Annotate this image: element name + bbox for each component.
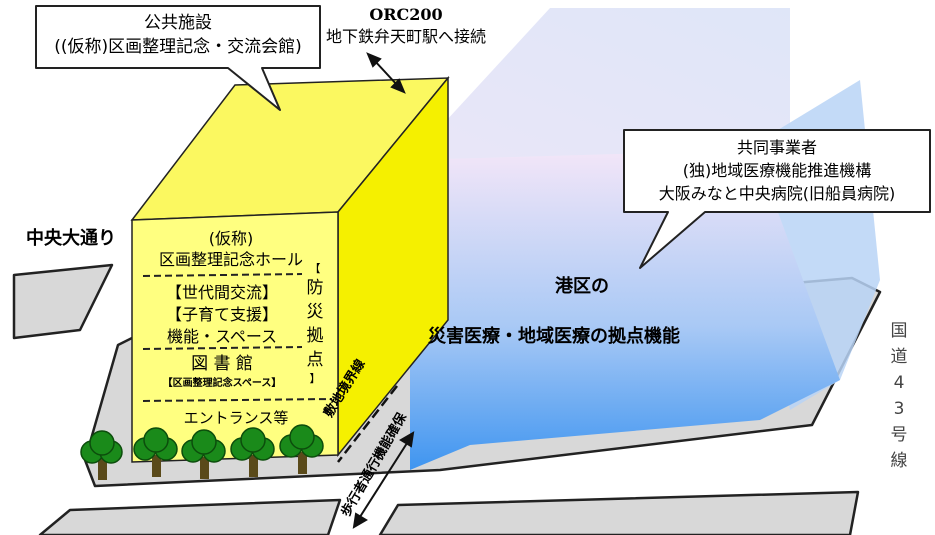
- entrance-label: エントランス等: [183, 409, 289, 427]
- trees: [80, 424, 324, 480]
- childcare-label: 【子育て支援】: [165, 305, 278, 324]
- route-43-char: 国: [890, 321, 908, 341]
- tree: [279, 424, 324, 474]
- partner-hospital: 大阪みなと中央病院(旧船員病院): [658, 184, 896, 203]
- hall-label: (仮称) 区画整理記念ホール: [146, 228, 316, 270]
- floor-dividers: [142, 273, 333, 402]
- orc-note-title: ORC200: [369, 5, 443, 24]
- hall-label-line2: 区画整理記念ホール: [158, 250, 303, 269]
- partner-callout: 共同事業者 (独)地域医療機能推進機構 大阪みなと中央病院(旧船員病院): [626, 136, 928, 205]
- ward-label: 港区の: [555, 276, 609, 297]
- public-facility-title: 公共施設: [144, 13, 212, 33]
- arrows: [352, 52, 415, 529]
- route-43-char: 号: [890, 425, 908, 445]
- walkway-arrow-line: [357, 439, 410, 521]
- route-43-char: 線: [890, 451, 908, 471]
- route-43-label: 国 道 4 3 号 線: [884, 318, 914, 474]
- library-label: 図 書 館: [191, 354, 253, 374]
- disaster-base-char: 災: [306, 302, 324, 322]
- public-facility-callout-shape: [35, 5, 321, 111]
- partner-title: 共同事業者: [736, 138, 817, 157]
- disaster-base-char: 【: [309, 262, 321, 275]
- orc-arrow-head-high: [366, 52, 382, 68]
- walkway-arrow-head-bottom: [352, 512, 368, 529]
- disaster-base-char: 拠: [306, 326, 324, 346]
- route-43-char: 4: [893, 373, 905, 393]
- route-43-char: 道: [890, 347, 908, 367]
- disaster-base-char: 点: [306, 350, 324, 370]
- orc-arrow-head-low: [390, 78, 406, 94]
- tree: [230, 427, 275, 477]
- yellow-building: [130, 75, 450, 463]
- orc-note: ORC200 地下鉄弁天町駅へ接続: [326, 4, 486, 48]
- street-chuo-label: 中央大通り: [26, 228, 116, 249]
- blue-building-front: [410, 150, 840, 470]
- medical-function-label: 災害医療・地域医療の拠点機能: [428, 326, 680, 347]
- function-space-label: 【世代間交流】 【子育て支援】 機能・スペース: [146, 282, 298, 348]
- blue-building-top: [410, 8, 790, 160]
- exchange-label: 【世代間交流】: [165, 283, 278, 302]
- partner-callout-shape: [623, 129, 931, 269]
- orc-note-detail: 地下鉄弁天町駅へ接続: [326, 27, 487, 46]
- function-space-text: 機能・スペース: [166, 327, 278, 346]
- tree: [181, 429, 226, 479]
- disaster-base-char: 防: [306, 278, 324, 298]
- disaster-base-char: 】: [309, 372, 321, 385]
- site-boundary-line: [337, 385, 398, 463]
- route-43-char: 3: [893, 399, 905, 419]
- tree: [80, 430, 123, 480]
- ground-block-bottom-left: [38, 498, 342, 535]
- public-facility-subtitle: ((仮称)区画整理記念・交流会館): [54, 37, 302, 57]
- partner-org: (独)地域医療機能推進機構: [682, 161, 872, 180]
- walkway-arrow-head-top: [399, 431, 415, 448]
- memorial-space-label: 【区画整理記念スペース】: [162, 378, 282, 389]
- disaster-base-label: 【 防 災 拠 点 】: [302, 262, 328, 386]
- tree: [133, 427, 178, 477]
- hall-label-line1: (仮称): [208, 229, 254, 248]
- public-facility-callout: 公共施設 ((仮称)区画整理記念・交流会館): [36, 11, 320, 59]
- ground-block-left: [12, 263, 114, 340]
- orc-arrow-line: [373, 59, 399, 87]
- ground-block-bottom-right: [378, 490, 860, 535]
